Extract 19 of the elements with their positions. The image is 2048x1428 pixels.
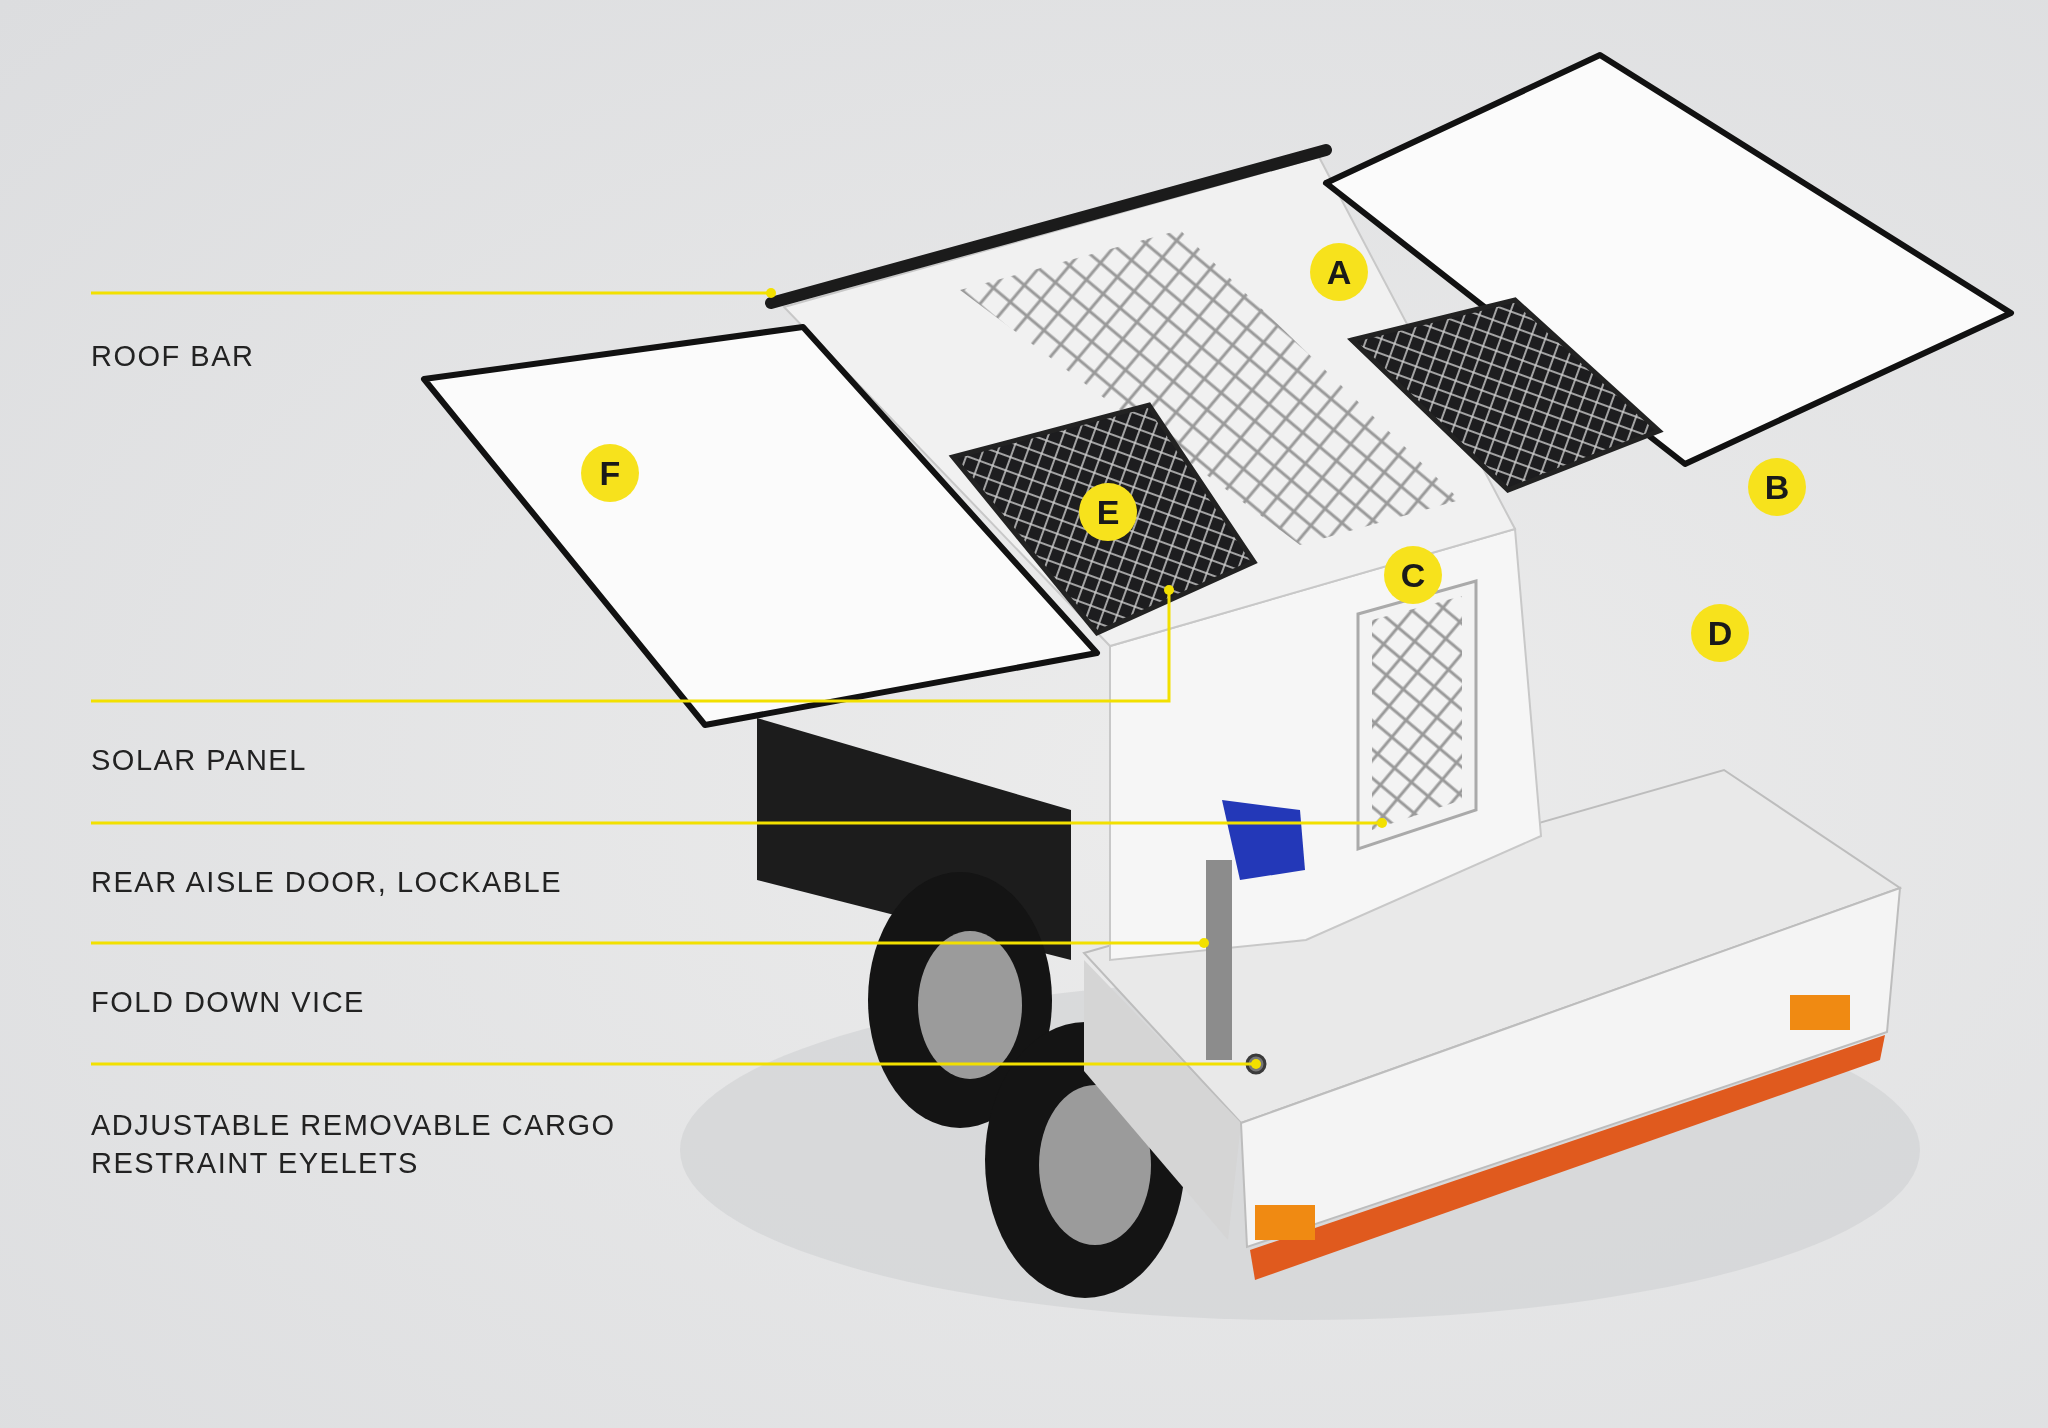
leader-line [91,938,1209,948]
part-label: REAR AISLE DOOR, LOCKABLE [91,865,564,900]
callout-letter: C [1384,546,1442,604]
leader-line [91,288,776,298]
leader-line [91,585,1174,703]
vice [1206,800,1305,1060]
cargo-eyelet [1245,1053,1267,1075]
part-label: FOLD DOWN VICE [91,985,366,1020]
solar-panel [948,402,1258,637]
part-label: ROOF BAR [91,339,256,374]
callout-letter: E [1079,483,1137,541]
leader-line [91,818,1387,828]
callout-letter: D [1691,604,1749,662]
callout-letter: B [1748,458,1806,516]
part-label: ADJUSTABLE REMOVABLE CARGO RESTRAINT EYELETS [91,1108,617,1181]
callout-letter: A [1310,243,1368,301]
leader-line [91,1059,1261,1069]
callout-letter: F [581,444,639,502]
part-label: SOLAR PANEL [91,743,308,778]
